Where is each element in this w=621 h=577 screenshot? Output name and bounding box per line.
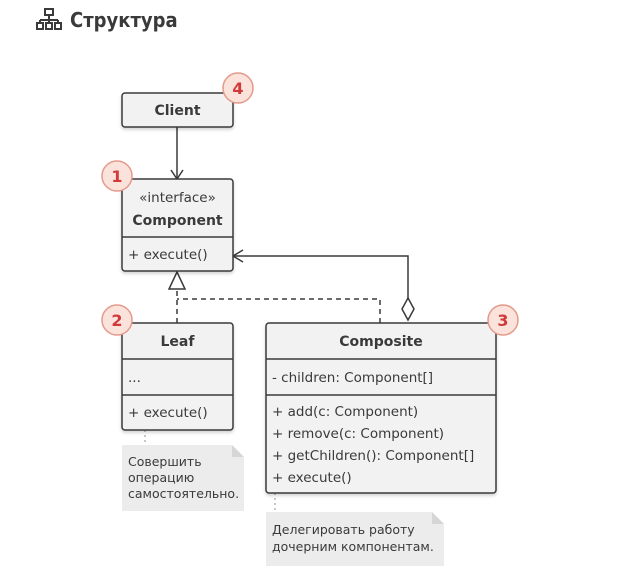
composite-note-line: Делегировать работу	[272, 522, 415, 537]
composite-method: + remove(c: Component)	[272, 426, 444, 442]
page-header: Структура	[36, 8, 178, 32]
leaf-field: ...	[128, 370, 141, 386]
composite-method: + getChildren(): Component[]	[272, 448, 474, 464]
badge-leaf-number: 2	[111, 311, 122, 330]
badge-client: 4	[222, 72, 254, 104]
component-title: Component	[132, 213, 223, 229]
leaf-title: Leaf	[161, 334, 196, 350]
structure-icon	[36, 8, 62, 30]
client-title: Client	[154, 103, 200, 119]
client-class: Client	[121, 92, 234, 128]
composite-title: Composite	[339, 334, 422, 350]
connectors	[144, 127, 415, 512]
leaf-class: Leaf ... + execute()	[121, 322, 234, 431]
badge-component: 1	[101, 160, 133, 192]
composite-class: Composite - children: Component[] + add(…	[265, 322, 497, 494]
realization-triangle	[167, 270, 187, 290]
badge-composite-number: 3	[497, 311, 508, 330]
leaf-note-line: самостоятельно.	[128, 486, 239, 501]
composite-aggregation-line	[233, 255, 409, 298]
page-title: Структура	[70, 8, 178, 32]
leaf-note: Совершить операцию самостоятельно.	[122, 445, 244, 511]
composite-method: + execute()	[272, 470, 352, 486]
aggregation-diamond	[401, 296, 415, 322]
component-stereotype: «interface»	[139, 190, 216, 206]
component-method: + execute()	[128, 247, 208, 263]
composite-realization-line	[177, 298, 381, 323]
composite-method: + add(c: Component)	[272, 404, 418, 420]
composite-note: Делегировать работу дочерним компонентам…	[266, 512, 444, 566]
badge-component-number: 1	[111, 167, 122, 186]
badge-leaf: 2	[101, 304, 133, 336]
badge-composite: 3	[487, 304, 519, 336]
composite-note-line: дочерним компонентам.	[272, 539, 434, 554]
badge-client-number: 4	[232, 79, 243, 98]
leaf-note-line: Совершить	[128, 454, 202, 469]
leaf-method: + execute()	[128, 405, 208, 421]
leaf-note-line: операцию	[128, 470, 194, 485]
component-interface: «interface» Component + execute()	[121, 178, 234, 272]
composite-field: - children: Component[]	[272, 370, 433, 386]
